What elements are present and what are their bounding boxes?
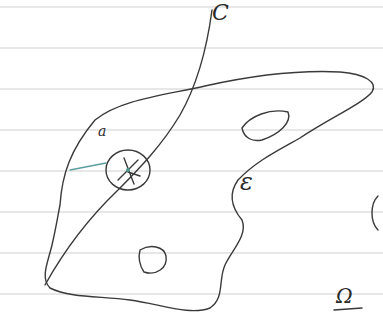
curve-label: C	[212, 2, 229, 24]
radius-label: ε	[240, 170, 253, 194]
point-label: a	[98, 124, 106, 138]
domain-label: Ω	[336, 286, 353, 306]
